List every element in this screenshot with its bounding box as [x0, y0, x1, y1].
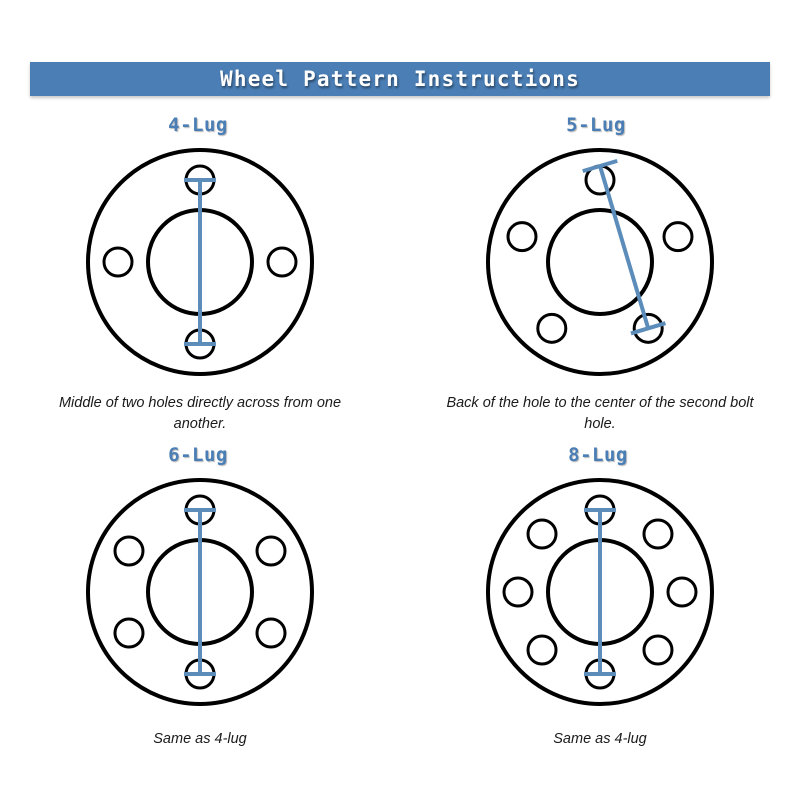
wheel-rim-outline [486, 478, 714, 706]
measurement-tick [630, 321, 667, 336]
wheel-cell-5-lug: 5-Lug Back of the hole to the center of … [400, 108, 800, 438]
wheel-diagram-4-lug [86, 148, 314, 376]
header: Wheel Pattern Instructions [0, 0, 800, 108]
lug-hole [502, 576, 534, 608]
lug-title-5-lug: 5-Lug [566, 114, 626, 136]
lug-title-8-lug: 8-Lug [568, 444, 628, 466]
wheel-diagram-6-lug [86, 478, 314, 706]
lug-hole [526, 518, 558, 550]
wheel-rim-outline [86, 478, 314, 706]
lug-hole [255, 617, 287, 649]
measurement-annotation [184, 178, 216, 346]
wheel-diagram-5-lug [486, 148, 714, 376]
caption-8-lug: Same as 4-lug [553, 731, 647, 747]
caption-6-lug: Same as 4-lug [153, 731, 247, 747]
wheel-diagram-grid: 4-Lug Middle of two holes directly acros… [0, 108, 800, 768]
lug-hole [255, 535, 287, 567]
measurement-annotation [582, 158, 667, 336]
measurement-line [598, 165, 651, 329]
caption-5-lug: Back of the hole to the center of the se… [446, 395, 754, 433]
lug-hole [642, 518, 674, 550]
lug-hole [642, 634, 674, 666]
lug-hole [266, 246, 298, 278]
lug-hole [632, 312, 664, 344]
lug-title-6-lug: 6-Lug [168, 444, 228, 466]
lug-hole [536, 312, 568, 344]
lug-hole [526, 634, 558, 666]
wheel-cell-8-lug: 8-Lug Same as 4-lug [400, 438, 800, 768]
wheel-rim-outline [486, 148, 714, 376]
lug-hole [666, 576, 698, 608]
wheel-diagram-8-lug [486, 478, 714, 706]
page-title: Wheel Pattern Instructions [220, 67, 580, 91]
wheel-cell-4-lug: 4-Lug Middle of two holes directly acros… [0, 108, 400, 438]
lug-hole [506, 221, 538, 253]
wheel-cell-6-lug: 6-Lug Same as 4-lug [0, 438, 400, 768]
lug-title-4-lug: 4-Lug [168, 114, 228, 136]
caption-4-lug: Middle of two holes directly across from… [58, 395, 342, 433]
lug-hole [662, 221, 694, 253]
lug-hole [113, 535, 145, 567]
wheel-rim-outline [86, 148, 314, 376]
measurement-annotation [184, 508, 216, 676]
title-banner: Wheel Pattern Instructions [30, 62, 770, 96]
lug-hole [113, 617, 145, 649]
measurement-tick [582, 158, 618, 174]
measurement-annotation [584, 508, 616, 676]
wheel-hub-bore [546, 208, 654, 316]
lug-hole [102, 246, 134, 278]
